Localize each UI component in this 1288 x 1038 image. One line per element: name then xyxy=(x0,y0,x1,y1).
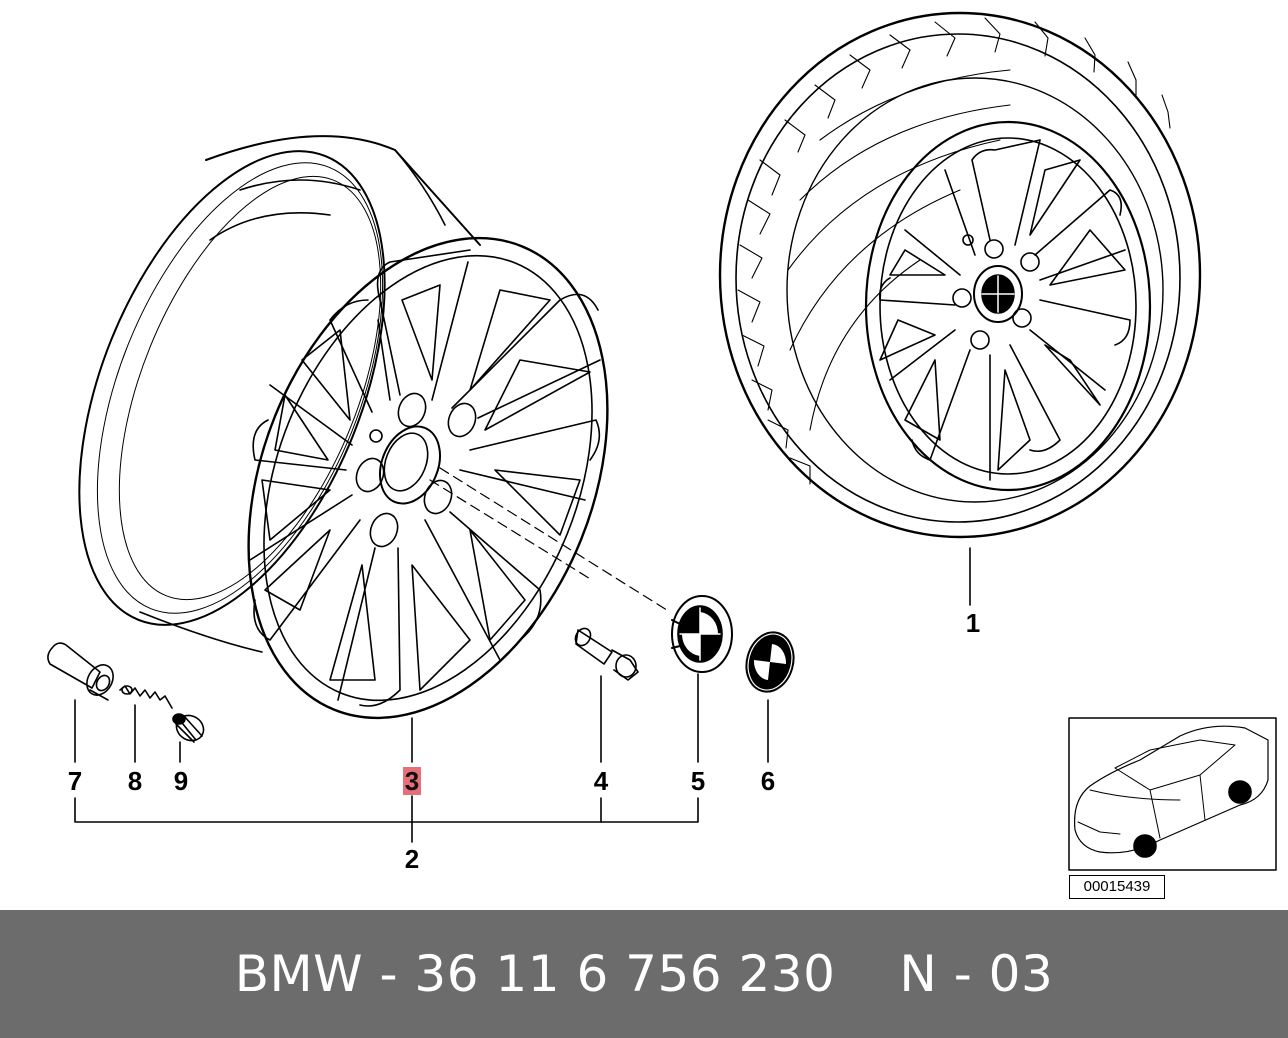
inset-car-drawing xyxy=(1068,717,1277,871)
alloy-wheel-drawing xyxy=(78,135,671,720)
footer-bar: BMW - 36 11 6 756 230 N - 03 xyxy=(0,910,1288,1038)
emblem-drawing xyxy=(745,631,795,693)
hub-cap-drawing xyxy=(671,595,733,673)
callout-9: 9 xyxy=(173,766,189,796)
leader-lines xyxy=(74,547,971,843)
callout-8: 8 xyxy=(127,766,143,796)
valve-cap-drawing xyxy=(172,713,205,743)
diagram-id-label: 00015439 xyxy=(1069,875,1165,899)
complete-wheel-drawing xyxy=(718,11,1202,539)
position-code: N - 03 xyxy=(899,945,1054,1003)
footer-text: BMW - 36 11 6 756 230 N - 03 xyxy=(235,945,1054,1003)
parts-diagram xyxy=(47,11,1277,871)
wheel-bolt-drawing xyxy=(574,627,639,681)
callout-3-highlighted: 3 xyxy=(403,766,421,796)
callout-5: 5 xyxy=(690,766,706,796)
callout-6: 6 xyxy=(760,766,776,796)
callout-4: 4 xyxy=(593,766,609,796)
tire-valve-drawing xyxy=(47,642,114,701)
callout-2: 2 xyxy=(404,844,420,874)
callout-7: 7 xyxy=(67,766,83,796)
callout-1: 1 xyxy=(965,608,981,638)
valve-core-drawing xyxy=(119,685,173,709)
part-number: BMW - 36 11 6 756 230 xyxy=(234,945,836,1003)
